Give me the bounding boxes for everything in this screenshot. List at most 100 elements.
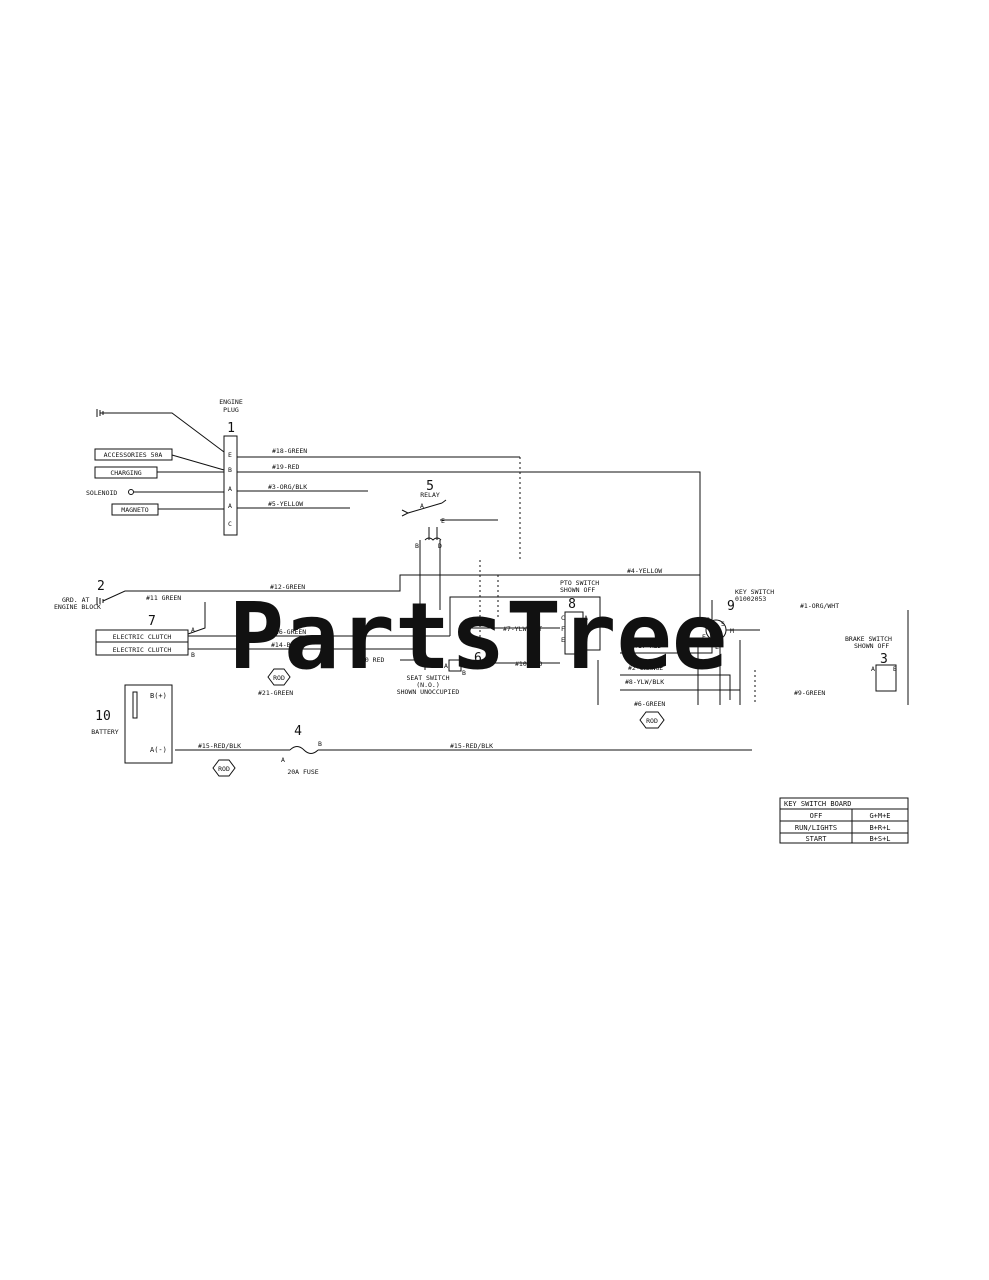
pto-body [564, 611, 584, 655]
relay-pin-d: D [438, 542, 442, 550]
pto-pin-f: F [561, 625, 565, 633]
rod-marker-3 [639, 711, 665, 729]
clutch-line-1: ELECTRIC CLUTCH [113, 633, 172, 641]
relay-number: 5 [426, 479, 434, 494]
pto-line-1: PTO SWITCH [560, 579, 599, 587]
relay-pin-a: A [420, 502, 424, 510]
fuse-pin-b: B [318, 740, 322, 748]
engine-plug: ENGINE PLUG 1 E B A A C [219, 398, 243, 536]
fuse-pin-a: A [281, 756, 285, 764]
battery-negative: A(-) [150, 746, 167, 754]
accessory-label: ACCESSORIES 50A [104, 451, 163, 459]
fuse-symbol [289, 746, 319, 754]
watermark: PartsTree [229, 583, 728, 690]
key-number: 9 [727, 599, 735, 614]
pto-pin-c: C [561, 614, 565, 622]
key-pin-g: G [706, 616, 710, 624]
wire-17-label: #17 RED [634, 642, 661, 650]
engine-plug-pin-a2: A [228, 502, 232, 510]
solenoid-label: SOLENOID [86, 489, 117, 497]
wire-4-label: #4-YELLOW [627, 567, 662, 575]
brake-line-2: SHOWN OFF [854, 642, 889, 650]
seat-line-3: SHOWN UNOCCUPIED [397, 688, 460, 696]
wire-10-label: #10-RED [515, 660, 542, 668]
electric-clutch: 7 ELECTRIC CLUTCH ELECTRIC CLUTCH A B [95, 602, 450, 659]
engine-plug-pin-c: C [228, 520, 232, 528]
rod-markers: ROD ROD ROD [212, 668, 665, 777]
pto-number: 8 [568, 597, 576, 612]
key-pin-e: E [702, 633, 706, 641]
pto-line-2: SHOWN OFF [560, 586, 595, 594]
wire-8-label: #8-YLW/BLK [625, 678, 664, 686]
wire-19-label: #19-RED [272, 463, 299, 471]
wire-2-label: #2-ORANGE [628, 664, 663, 672]
charging-label: CHARGING [110, 469, 141, 477]
brake-switch: BRAKE SWITCH SHOWN OFF 3 A B [845, 610, 909, 705]
wire-1-label: #1-ORG/WHT [800, 602, 839, 610]
engine-plug-body [223, 435, 238, 536]
seat-switch: 6 A B SEAT SWITCH (N.O.) SHOWN UNOCCUPIE… [397, 651, 482, 696]
pto-pin-e: E [561, 636, 565, 644]
wire-16-label: #16-GREEN [271, 628, 306, 636]
accessory-box [94, 448, 173, 461]
battery-label: BATTERY [91, 728, 118, 736]
main-wires [175, 456, 756, 751]
engine-plug-pin-e: E [228, 451, 232, 459]
clutch-pin-b: B [191, 651, 195, 659]
pto-pin-a: A [584, 614, 588, 622]
wire-18-label: #18-GREEN [272, 447, 307, 455]
pto-pin-d: D [584, 636, 588, 644]
wire-12-label: #12-GREEN [270, 583, 305, 591]
wire-15b-label: #15-RED/BLK [450, 742, 493, 750]
pto-switch: PTO SWITCH SHOWN OFF 8 C A F B E D [560, 579, 599, 655]
key-line-1: KEY SWITCH [735, 588, 774, 596]
rod-label-3: ROD [646, 717, 658, 725]
ground-label-1: GRD. AT [62, 596, 89, 604]
wire-9-label: #9-GREEN [794, 689, 825, 697]
brake-pin-b: B [893, 665, 897, 673]
fuse-label: 20A FUSE [287, 768, 318, 776]
relay-coil [424, 537, 442, 541]
rod-label-2: ROD [218, 765, 230, 773]
wire-5-label: #5-YELLOW [268, 500, 303, 508]
clutch-pin-a: A [191, 626, 195, 634]
engine-plug-number: 1 [227, 421, 235, 436]
relay-pin-e: E [441, 517, 445, 525]
fuse-number: 4 [294, 724, 302, 739]
engine-plug-pin-a: A [228, 485, 232, 493]
brake-body [875, 664, 897, 692]
seat-number: 6 [474, 651, 482, 666]
table-row-1-position: OFF [810, 812, 823, 820]
battery-positive: B(+) [150, 692, 167, 700]
seat-pin-b: B [462, 669, 466, 677]
key-switch-table: KEY SWITCH BOARD OFF G+M+E RUN/LIGHTS B+… [779, 797, 909, 844]
key-pin-s: S [721, 620, 725, 628]
left-components: ACCESSORIES 50A CHARGING SOLENOID MAGNET… [54, 409, 498, 611]
fuse: 4 A B 20A FUSE [281, 724, 322, 776]
brake-pin-a: A [871, 665, 875, 673]
magneto-label: MAGNETO [121, 506, 148, 514]
table-row-3-circuit: B+S+L [869, 835, 890, 843]
seat-pin-a: A [444, 662, 448, 670]
engine-plug-title-2: PLUG [223, 406, 239, 414]
engine-plug-title-1: ENGINE [219, 398, 243, 406]
pto-pin-b: B [584, 625, 588, 633]
relay: 5 RELAY A E B D [401, 479, 447, 550]
seat-line-1: SEAT SWITCH [406, 674, 449, 682]
brake-line-1: BRAKE SWITCH [845, 635, 892, 643]
seat-body [448, 659, 462, 672]
table-title: KEY SWITCH BOARD [784, 800, 851, 808]
relay-label: RELAY [420, 491, 440, 499]
wire-7-label: #7-YLW/WHT [503, 625, 542, 633]
battery-number: 10 [95, 709, 111, 724]
engine-plug-pin-b: B [228, 466, 232, 474]
rod-marker-2 [212, 759, 236, 777]
seat-line-2: (N.O.) [416, 681, 439, 689]
wire-6-label: #6-GREEN [634, 700, 665, 708]
wire-15a-label: #15-RED/BLK [198, 742, 241, 750]
rod-marker-1 [267, 668, 291, 686]
rod-label-1: ROD [273, 674, 285, 682]
table-row-3-position: START [805, 835, 827, 843]
wire-11-label: #11 GREEN [146, 594, 181, 602]
